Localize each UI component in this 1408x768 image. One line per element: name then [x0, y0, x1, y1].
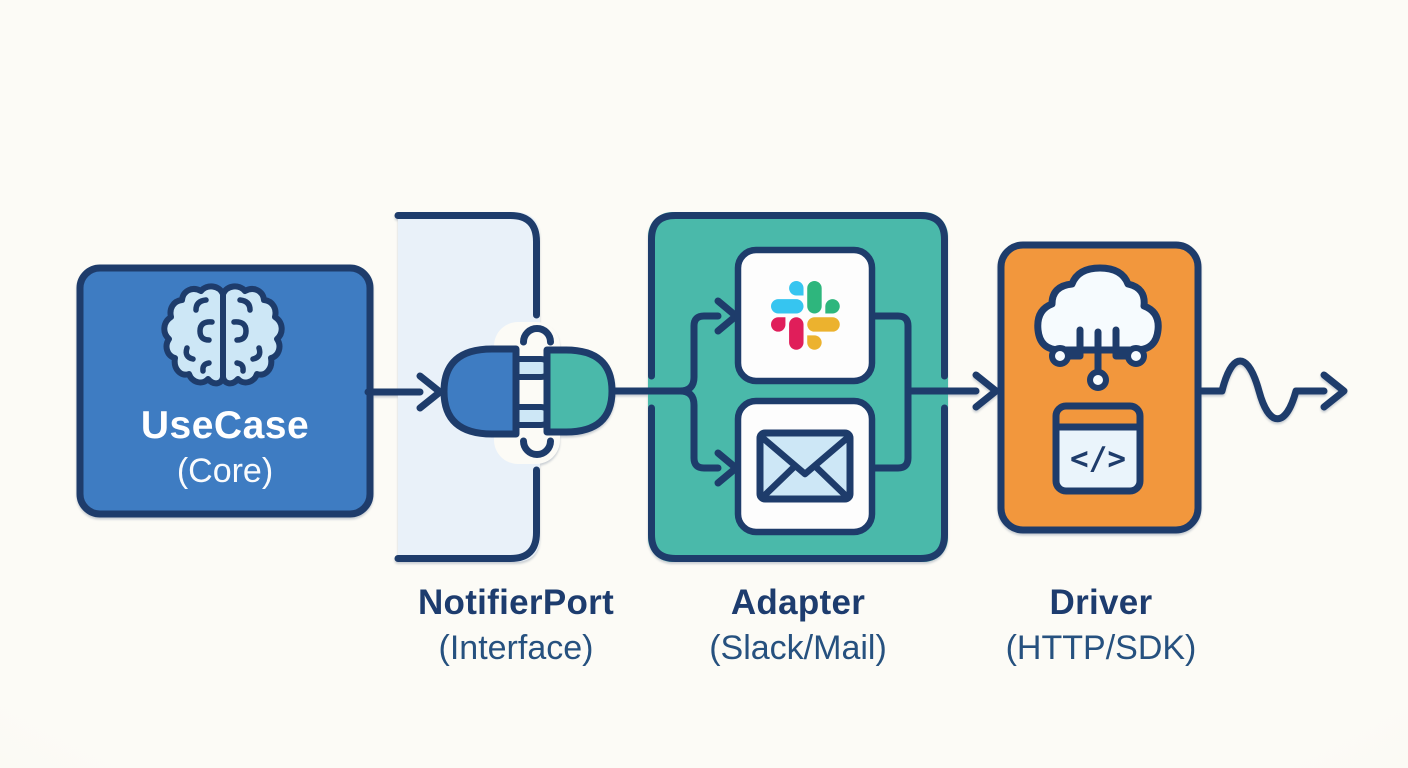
mail-envelope-icon [756, 429, 854, 503]
branch-to-mail [676, 387, 722, 472]
port-title: NotifierPort [417, 583, 615, 622]
driver-title: Driver [1049, 583, 1153, 622]
port-notch-bottom [520, 437, 554, 458]
brain-icon [164, 286, 281, 383]
merge-from-slack [868, 312, 912, 395]
adapter-border-top [648, 212, 948, 380]
adapter-node [608, 212, 1000, 562]
mail-card [734, 397, 876, 536]
adapter-label: Adapter (Slack/Mail) [709, 583, 887, 668]
port-label: NotifierPort (Interface) [418, 583, 614, 668]
port-notch-top [520, 325, 554, 346]
port-subtitle: (Interface) [438, 629, 594, 667]
arrowhead-icon [416, 372, 444, 412]
arrowhead-icon [1320, 371, 1348, 411]
adapter-border-bottom [648, 404, 948, 562]
plug-icon [440, 345, 520, 438]
adapter-subtitle: (Slack/Mail) [709, 629, 887, 667]
cloud-network-icon [1034, 264, 1162, 391]
code-window-icon: </> [1052, 402, 1144, 495]
usecase-subtitle: (Core) [176, 452, 274, 490]
arrowhead-icon [972, 371, 1000, 411]
socket-icon [543, 346, 616, 436]
merge-from-mail [868, 387, 912, 472]
wavy-line [1194, 357, 1328, 423]
code-glyph-text: </> [1070, 441, 1126, 477]
port-border-top [394, 212, 540, 319]
driver-label: Driver (HTTP/SDK) [1006, 583, 1197, 668]
usecase-label: UseCase (Core) [141, 404, 309, 491]
driver-node: </> [997, 241, 1202, 534]
driver-subtitle: (HTTP/SDK) [1005, 629, 1197, 667]
slack-logo-icon [771, 281, 840, 350]
usecase-title: UseCase [140, 404, 310, 447]
port-node [394, 212, 616, 562]
slack-card [734, 246, 876, 385]
adapter-title: Adapter [730, 583, 866, 622]
arrow-driver-to-external [1194, 357, 1348, 423]
plug-socket-icon [440, 345, 616, 438]
arrow-usecase-to-port [364, 372, 444, 412]
port-border-bottom [394, 466, 540, 562]
